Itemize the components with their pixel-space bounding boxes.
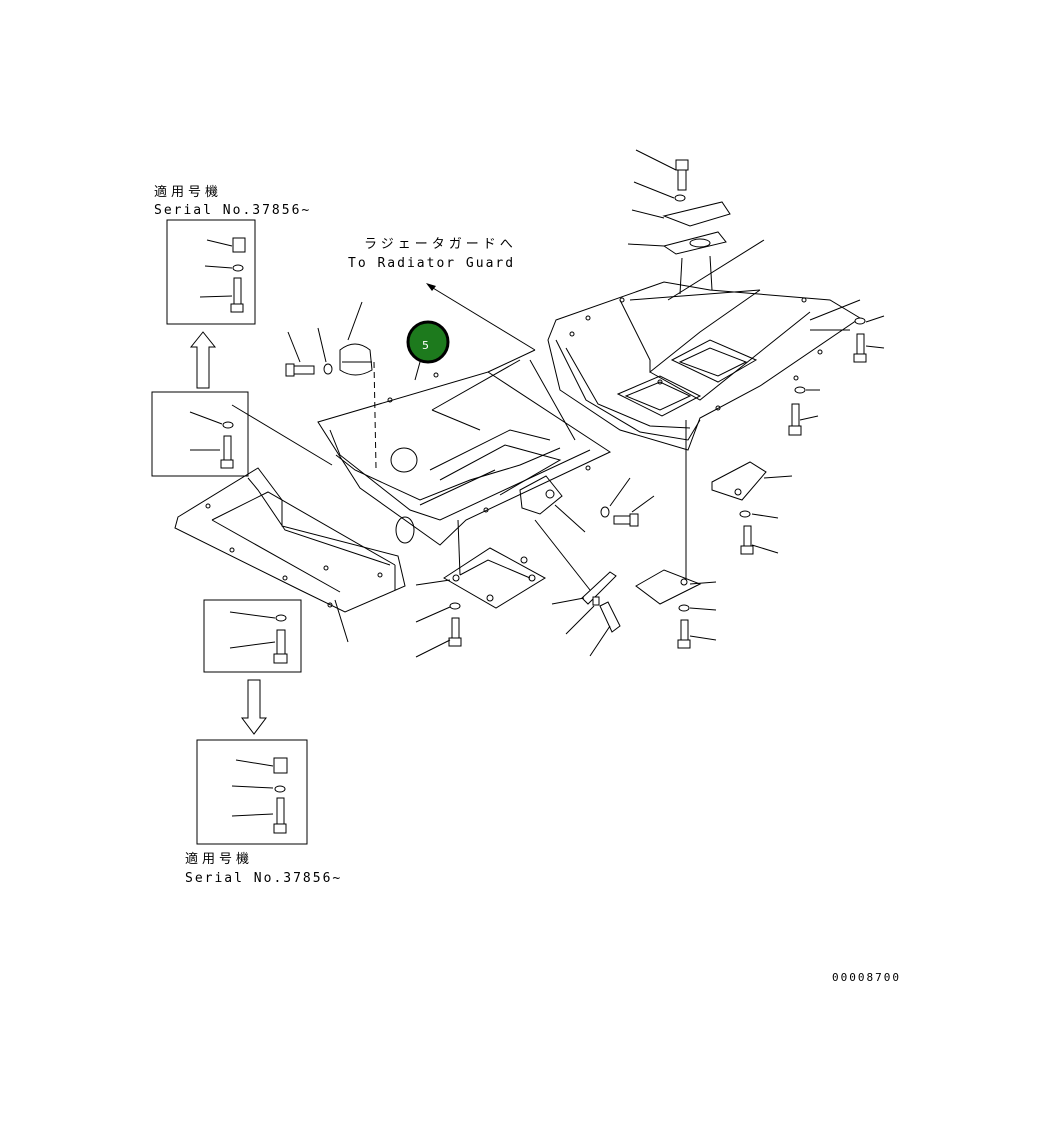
bolt-icon	[223, 435, 232, 461]
cap-plate	[339, 301, 373, 376]
down-arrow-icon	[241, 679, 267, 735]
inset-box-top-left	[166, 219, 256, 325]
radiator-guard-leader	[426, 283, 536, 351]
collar-icon	[232, 237, 246, 253]
bolt-icon	[276, 797, 285, 825]
serial-label-jp-bottom: 適用号機	[185, 851, 253, 867]
center-bottom-plate	[415, 519, 546, 658]
callout-5[interactable]: 5	[406, 320, 450, 364]
center-main-cover	[317, 349, 612, 591]
left-under-cover	[174, 467, 406, 643]
inset-box-bottom-left	[203, 599, 302, 673]
drawing-number: 00008700	[832, 971, 901, 984]
callout-number: 5	[422, 339, 429, 352]
washer-icon	[275, 614, 287, 622]
collar-icon	[273, 757, 288, 774]
pin-and-bolt	[551, 477, 655, 657]
washer-icon	[274, 785, 286, 793]
radiator-guard-label-jp: ラジェータガードへ	[364, 237, 517, 252]
inset-box-left-middle	[151, 391, 333, 477]
right-edge-hardware	[635, 315, 885, 649]
up-arrow-icon	[189, 331, 217, 389]
bolt-icon	[233, 277, 242, 305]
radiator-guard-label: To Radiator Guard	[348, 256, 515, 271]
right-large-cover	[547, 239, 861, 580]
serial-label-top: Serial No.37856~	[154, 203, 311, 218]
washer-icon	[232, 264, 244, 272]
serial-label-jp-top: 適用号機	[154, 184, 222, 200]
washer-icon	[222, 421, 234, 429]
inset-box-bottom	[196, 739, 308, 845]
bolt-washer-pair	[285, 327, 333, 377]
bolt-icon	[276, 629, 286, 655]
serial-label-bottom: Serial No.37856~	[185, 871, 342, 886]
upper-right-hardware	[627, 149, 731, 295]
